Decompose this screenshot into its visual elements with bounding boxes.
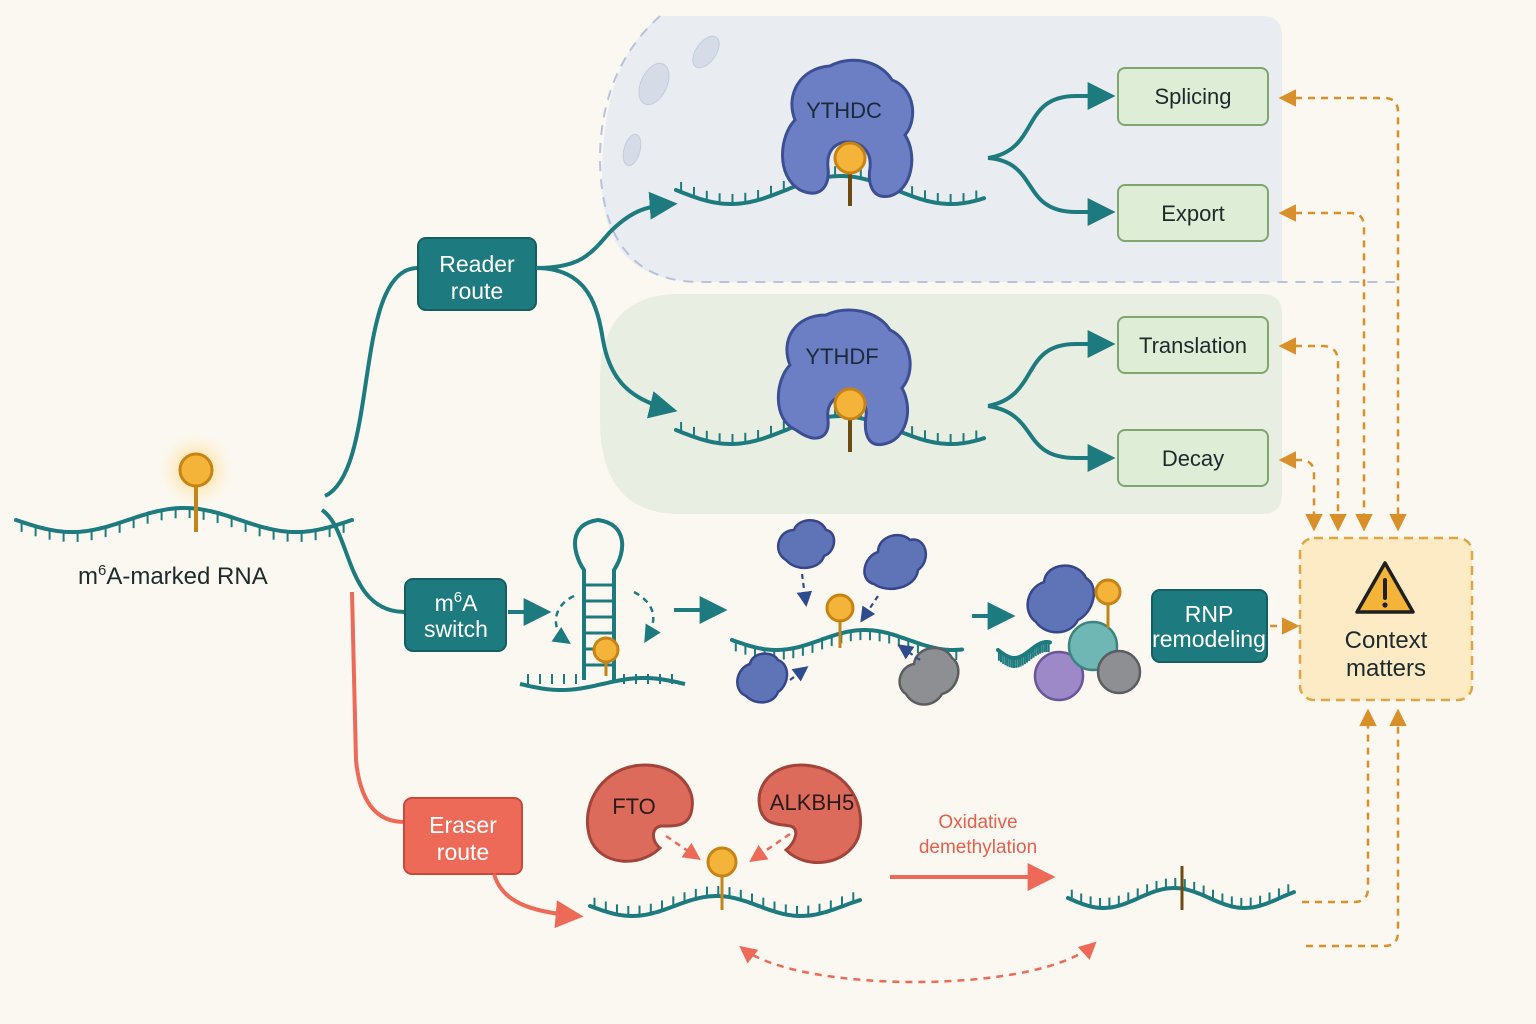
translation-box: Translation — [1117, 316, 1269, 374]
export-label: Export — [1161, 201, 1225, 226]
bind-arrow-b — [860, 595, 879, 623]
reader-to-ythdc-arrow — [535, 191, 678, 270]
reader-to-ythdf-arrow — [535, 266, 678, 419]
decay-box: Decay — [1117, 429, 1269, 487]
eraser-m6a-mark-icon — [706, 846, 738, 878]
m6a-mark-icon — [178, 452, 214, 488]
fto-label: FTO — [612, 794, 656, 819]
rnp-remodeling-box: RNP remodeling — [1151, 589, 1268, 663]
protein-blob-c — [736, 652, 789, 704]
reversible-cycle-arrow — [739, 941, 1097, 984]
switch-line2: switch — [424, 616, 488, 642]
splicing-label: Splicing — [1154, 84, 1231, 109]
reader-route-line2: route — [451, 278, 503, 304]
switch-line1: m6A — [435, 589, 479, 616]
ythdc-m6a-mark-icon — [833, 141, 867, 175]
to-export-arrow — [987, 156, 1116, 226]
rna-strand-eraser — [588, 886, 862, 918]
context-splicing-link — [1278, 89, 1407, 532]
alkbh5-label: ALKBH5 — [770, 790, 854, 815]
protein-blob-grey — [898, 646, 960, 706]
open-m6a-mark-icon — [825, 593, 855, 623]
hairpin-loop — [573, 517, 625, 680]
branch-to-reader — [324, 266, 419, 498]
export-box: Export — [1117, 184, 1269, 242]
context-eraser-link-b — [1306, 708, 1407, 948]
fto-action-arrow — [665, 834, 701, 860]
ythdf-label: YTHDF — [805, 344, 878, 369]
hairpin-unfold-arrow-left — [551, 594, 575, 644]
splicing-box: Splicing — [1117, 67, 1269, 126]
alkbh5-action-arrow — [749, 832, 791, 862]
context-export-link — [1278, 204, 1373, 532]
bind-arrow-grey — [897, 644, 921, 661]
ythdc-label: YTHDC — [806, 98, 882, 123]
rnp-protein-grey — [1096, 649, 1142, 695]
hairpin-m6a-mark-icon — [592, 636, 620, 664]
rna-backbone — [14, 506, 354, 534]
eraser-route-box: Eraser route — [403, 797, 523, 875]
context-line2: matters — [1346, 655, 1426, 682]
decay-label: Decay — [1162, 446, 1224, 471]
hairpin-unfold-arrow-right — [633, 590, 661, 644]
to-splicing-arrow — [987, 82, 1116, 160]
warning-icon — [1355, 561, 1415, 614]
bind-arrow-a — [796, 573, 813, 608]
context-line1: Context — [1345, 627, 1428, 654]
rnp-m6a-mark-icon — [1094, 578, 1122, 606]
context-translation-link — [1278, 337, 1347, 532]
branch-to-switch — [320, 508, 406, 614]
reaction-line1: Oxidative — [938, 812, 1017, 833]
rnp-protein-purple — [1033, 650, 1085, 702]
rnp-line1: RNP — [1185, 601, 1234, 627]
to-translation-arrow — [987, 330, 1116, 408]
translation-label: Translation — [1139, 333, 1247, 358]
rnp-protein-blue — [1026, 564, 1096, 634]
protein-blob-b — [863, 533, 928, 590]
bind-arrow-c — [789, 666, 809, 682]
rnp-line2: remodeling — [1152, 626, 1266, 652]
rna-backbone — [674, 414, 986, 446]
hairpin-rna — [519, 517, 686, 692]
context-decay-link — [1278, 451, 1323, 532]
context-matters-box: Context matters — [1298, 536, 1474, 702]
to-decay-arrow — [987, 404, 1116, 472]
ythdc-protein — [781, 58, 915, 198]
rna-backbone — [730, 628, 964, 652]
nuclear-envelope-line — [598, 15, 1395, 283]
rna-label: m6A-marked RNA — [78, 562, 268, 590]
rna-backbone — [588, 894, 862, 918]
nuclear-pore — [638, 62, 670, 106]
rna-strand-main — [14, 506, 354, 542]
reaction-line2: demethylation — [919, 837, 1037, 858]
branch-to-eraser — [350, 591, 405, 824]
protein-blob-a — [776, 519, 836, 569]
reader-route-box: Reader route — [417, 237, 537, 311]
eraser-line2: route — [437, 839, 489, 865]
rna-strand-rnp — [996, 640, 1052, 668]
context-eraser-link-a — [1302, 708, 1377, 904]
ythdf-m6a-mark-icon — [833, 387, 867, 421]
nuclear-pore — [692, 35, 720, 69]
eraser-line1: Eraser — [429, 812, 497, 838]
alkbh5-enzyme — [757, 763, 863, 864]
rna-backbone — [674, 174, 986, 206]
switch-route-box: m6A switch — [404, 578, 507, 652]
reader-route-line1: Reader — [439, 251, 515, 277]
eraser-to-rna-arrow — [492, 873, 584, 929]
nuclear-pore — [622, 133, 642, 167]
hairpin-base-strand — [519, 676, 686, 692]
fto-enzyme — [585, 763, 694, 863]
